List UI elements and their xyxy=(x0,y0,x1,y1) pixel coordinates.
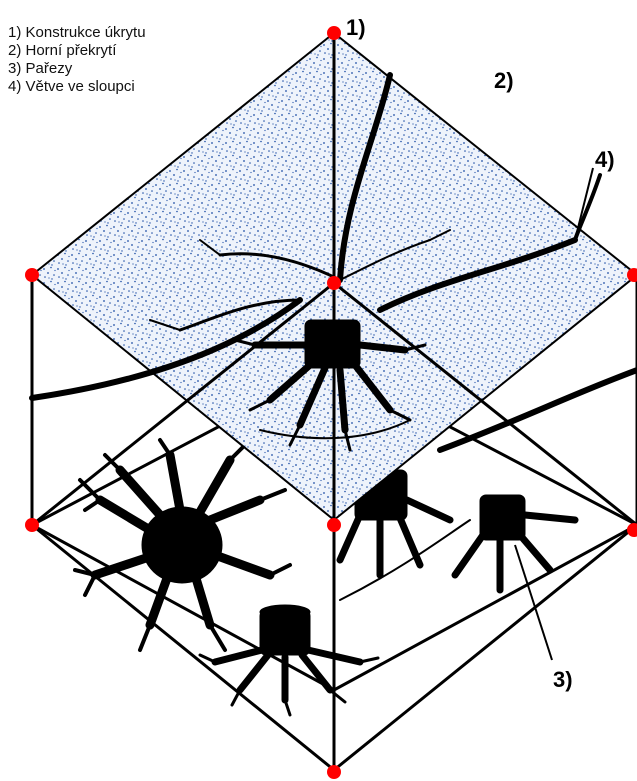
callout-1: 1) xyxy=(346,15,366,40)
legend-item-3: 3) Pařezy xyxy=(8,60,146,78)
vertex-center xyxy=(327,276,341,290)
legend-item-4: 4) Větve ve sloupci xyxy=(8,78,146,96)
legend-item-2: 2) Horní překrytí xyxy=(8,42,146,60)
shelter-frame xyxy=(32,33,637,770)
vertex-left-bottom xyxy=(25,518,39,532)
callout-3: 3) xyxy=(553,667,573,692)
callout-2: 2) xyxy=(494,68,514,93)
callout-4: 4) xyxy=(595,147,615,172)
vertex-bottom xyxy=(327,765,341,779)
legend: 1) Konstrukce úkrytu 2) Horní překrytí 3… xyxy=(8,24,146,96)
vertex-left-top xyxy=(25,268,39,282)
vertex-mid-bottom xyxy=(327,518,341,532)
vertex-top xyxy=(327,26,341,40)
legend-item-1: 1) Konstrukce úkrytu xyxy=(8,24,146,42)
